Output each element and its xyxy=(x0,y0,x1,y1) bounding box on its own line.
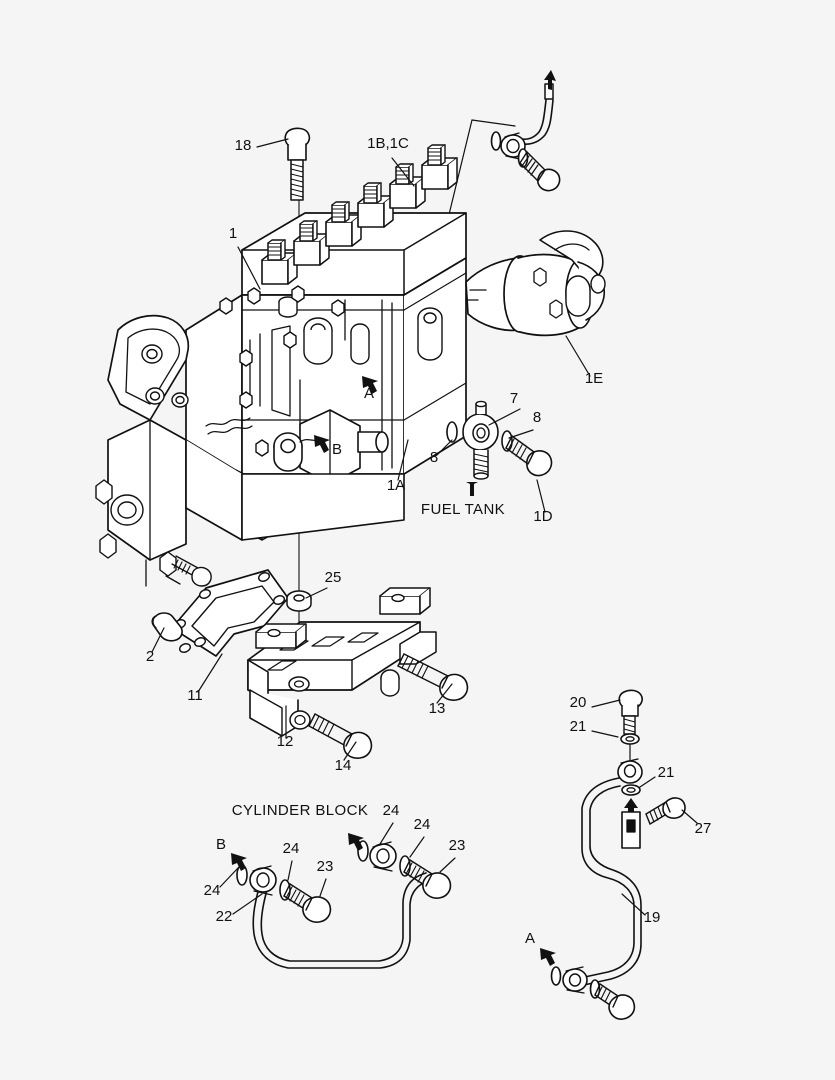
flow-arrow-up-21 xyxy=(624,798,638,822)
label-cylinder-block: CYLINDER BLOCK xyxy=(232,802,368,819)
label-1b-1c: 1B,1C xyxy=(367,135,409,152)
label-20: 20 xyxy=(570,694,587,711)
label-1e: 1E xyxy=(585,370,603,387)
fuel-pipe-19 xyxy=(540,689,686,1020)
label-8-right: 8 xyxy=(533,409,541,426)
bolt-13 xyxy=(397,653,469,701)
label-23-mid: 23 xyxy=(317,858,334,875)
fuel-return-pipe-22 xyxy=(231,833,452,969)
flow-arrow-fuel-tank xyxy=(466,482,478,496)
label-1a: 1A xyxy=(387,477,405,494)
label-27: 27 xyxy=(695,820,712,837)
feed-pump-1a xyxy=(273,409,389,485)
diagram-linework xyxy=(95,70,698,1020)
label-14: 14 xyxy=(335,757,352,774)
label-19: 19 xyxy=(644,909,661,926)
delivery-valve-holders xyxy=(261,144,458,285)
drive-housing-1e xyxy=(465,230,606,377)
flow-arrow-b-upper xyxy=(314,435,330,453)
label-24-top-left: 24 xyxy=(383,802,400,819)
label-12: 12 xyxy=(277,733,294,750)
label-18: 18 xyxy=(235,137,252,154)
label-24-left: 24 xyxy=(204,882,221,899)
diagram-labels: 18 1B,1C 1 1E A 7 8 8 B 1A FUEL TANK 1D … xyxy=(146,135,712,947)
label-24-top-right: 24 xyxy=(414,816,431,833)
flow-arrow-a-upper xyxy=(362,376,378,394)
label-11: 11 xyxy=(187,687,203,704)
label-21-left: 21 xyxy=(570,718,587,735)
banjo-fitting-group xyxy=(446,400,553,496)
label-1d: 1D xyxy=(533,508,552,525)
label-b-lower: B xyxy=(216,836,226,853)
label-24-mid: 24 xyxy=(283,840,300,857)
flow-arrow-inlet-lower xyxy=(348,833,364,851)
top-outlet-pipe-group xyxy=(435,70,561,269)
label-a-upper: A xyxy=(364,385,374,402)
label-25: 25 xyxy=(325,569,342,586)
label-23-right: 23 xyxy=(449,837,466,854)
label-2: 2 xyxy=(146,648,154,665)
mounting-gasket-11 xyxy=(171,569,289,657)
flow-arrow-a-lower xyxy=(540,948,556,966)
label-22: 22 xyxy=(216,908,233,925)
dowel-pin-2 xyxy=(151,612,183,642)
label-b-upper: B xyxy=(332,441,342,458)
bolt-14 xyxy=(308,713,373,759)
label-a-lower: A xyxy=(525,930,535,947)
label-8-left: 8 xyxy=(430,449,438,466)
flow-arrow-b-lower xyxy=(231,853,247,871)
label-1: 1 xyxy=(229,225,237,242)
washer-25 xyxy=(286,590,312,612)
injection-pump-assembly xyxy=(95,144,467,587)
label-fuel-tank: FUEL TANK xyxy=(421,501,505,518)
label-7: 7 xyxy=(510,390,518,407)
leader-lines xyxy=(151,138,698,916)
flow-arrow-top xyxy=(544,70,556,90)
label-13: 13 xyxy=(429,700,446,717)
label-21-right: 21 xyxy=(658,764,675,781)
